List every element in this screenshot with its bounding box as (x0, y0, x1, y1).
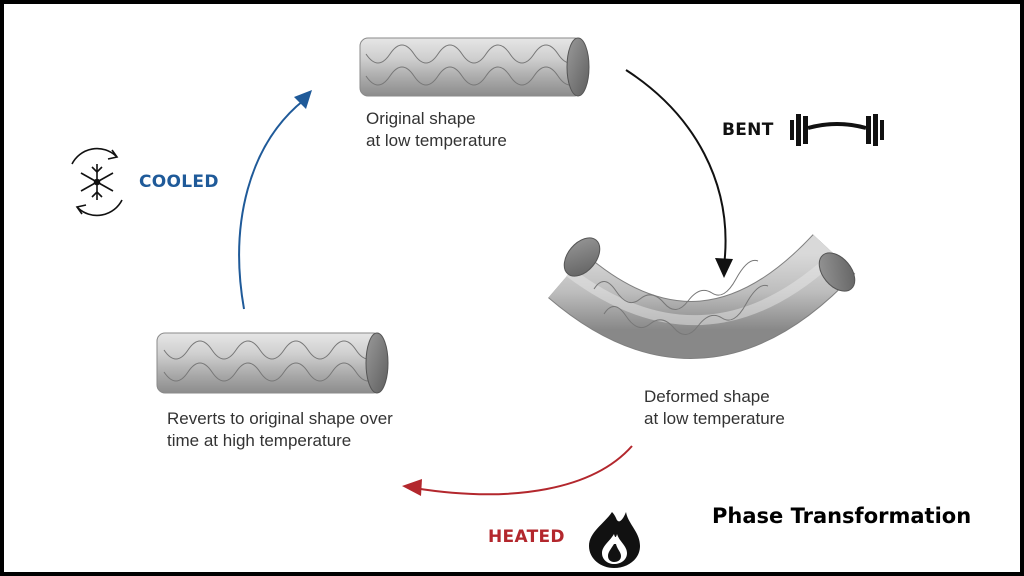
label-heated: HEATED (488, 527, 565, 547)
tube-original (359, 37, 590, 97)
arrowhead-heated (402, 479, 422, 496)
label-reverted-shape: Reverts to original shape over time at h… (167, 409, 393, 450)
diagram-art (71, 37, 884, 568)
tube-reverted (156, 332, 389, 394)
snowflake-cycle-icon (71, 147, 123, 217)
label-cooled: COOLED (139, 172, 219, 192)
barbell-icon (790, 114, 884, 146)
diagram-frame: Original shape at low temperature Deform… (4, 4, 1020, 572)
label-bent: BENT (722, 120, 774, 140)
label-deformed-shape: Deformed shape at low temperature (644, 387, 785, 428)
diagram-title: Phase Transformation (712, 504, 972, 528)
arrowhead-cooled (294, 90, 312, 109)
arrow-heated (413, 445, 633, 496)
flame-icon (589, 512, 640, 568)
label-original-shape: Original shape at low temperature (366, 109, 507, 150)
arrowhead-bent (715, 258, 733, 278)
tube-deformed (548, 234, 856, 359)
arrow-bent (625, 69, 727, 267)
arrow-cooled (238, 99, 305, 310)
